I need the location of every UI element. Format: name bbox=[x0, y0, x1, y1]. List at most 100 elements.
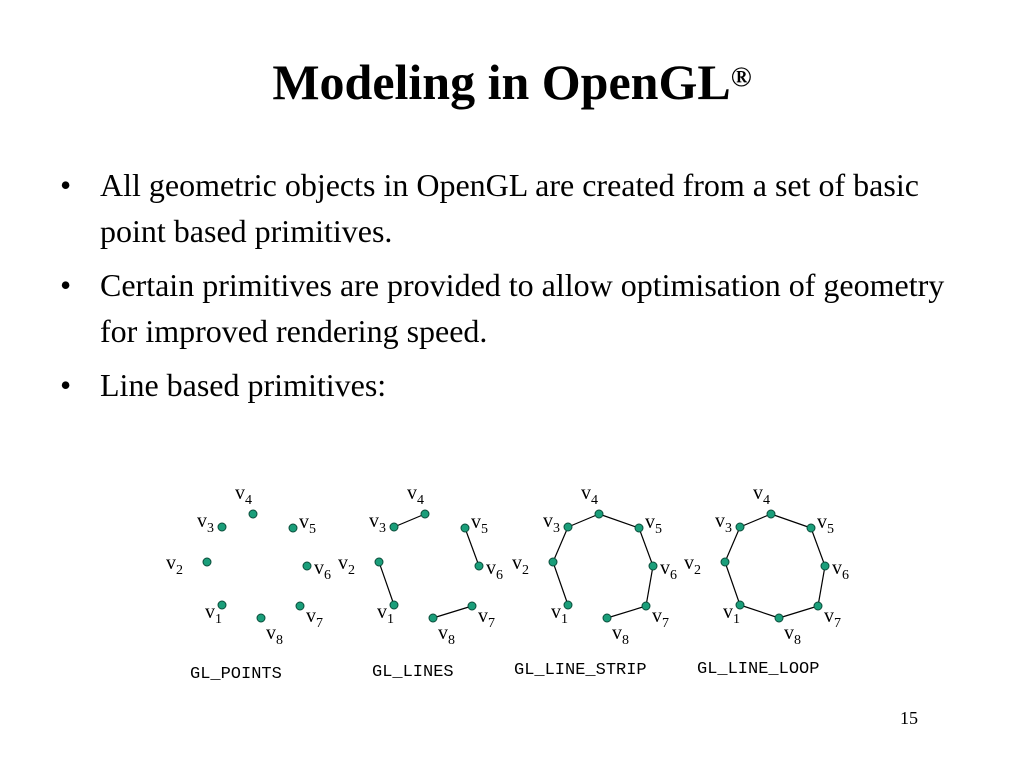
edge-line bbox=[606, 605, 647, 619]
vertex-point bbox=[217, 522, 227, 532]
primitive-caption: GL_LINES bbox=[372, 663, 454, 682]
edge-line bbox=[739, 513, 772, 528]
vertex-index: 2 bbox=[694, 563, 701, 578]
vertex-index: 1 bbox=[561, 612, 568, 627]
vertex-point bbox=[602, 613, 612, 623]
edge-line bbox=[724, 561, 741, 606]
vertex-point bbox=[302, 561, 312, 571]
vertex-index: 4 bbox=[763, 493, 770, 508]
bullet-text: All geometric objects in OpenGL are crea… bbox=[100, 167, 919, 249]
vertex-point bbox=[563, 522, 573, 532]
vertex-point bbox=[594, 509, 604, 519]
vertex-point bbox=[820, 561, 830, 571]
vertex-index: 4 bbox=[417, 493, 424, 508]
vertex-label: v6 bbox=[314, 557, 331, 583]
vertex-index: 7 bbox=[662, 616, 669, 631]
vertex-label: v7 bbox=[306, 605, 323, 631]
vertex-point bbox=[389, 522, 399, 532]
vertex-label: v6 bbox=[832, 557, 849, 583]
vertex-label: v3 bbox=[197, 510, 214, 536]
vertex-index: 1 bbox=[733, 612, 740, 627]
vertex-point bbox=[389, 600, 399, 610]
vertex-index: 2 bbox=[348, 563, 355, 578]
vertex-label: v8 bbox=[438, 622, 455, 648]
vertex-point bbox=[202, 557, 212, 567]
page-number: 15 bbox=[900, 708, 918, 728]
vertex-label: v7 bbox=[478, 605, 495, 631]
vertex-point bbox=[548, 557, 558, 567]
vertex-index: 5 bbox=[309, 522, 316, 537]
vertex-point bbox=[420, 509, 430, 519]
vertex-index: 6 bbox=[324, 568, 331, 583]
vertex-label: v2 bbox=[338, 552, 355, 578]
bullet-dot: • bbox=[60, 267, 72, 303]
vertex-index: 5 bbox=[827, 522, 834, 537]
vertex-point bbox=[217, 600, 227, 610]
vertex-point bbox=[766, 509, 776, 519]
vertex-point bbox=[248, 509, 258, 519]
title-text: Modeling in OpenGL bbox=[272, 54, 731, 110]
vertex-point bbox=[467, 601, 477, 611]
vertex-index: 4 bbox=[591, 493, 598, 508]
edge-line bbox=[393, 513, 426, 528]
vertex-index: 3 bbox=[379, 521, 386, 536]
edge-line bbox=[378, 561, 395, 606]
vertex-label: v4 bbox=[235, 482, 252, 508]
vertex-index: 8 bbox=[276, 633, 283, 648]
vertex-point bbox=[374, 557, 384, 567]
bullet-item: • Certain primitives are provided to allo… bbox=[60, 262, 980, 354]
vertex-point bbox=[256, 613, 266, 623]
edge-line bbox=[464, 527, 480, 567]
edge-line bbox=[739, 604, 780, 619]
vertex-index: 8 bbox=[794, 633, 801, 648]
edge-line bbox=[598, 513, 640, 529]
vertex-label: v3 bbox=[369, 510, 386, 536]
bullet-text: Line based primitives: bbox=[100, 367, 387, 403]
vertex-label: v8 bbox=[784, 622, 801, 648]
vertex-label: v2 bbox=[166, 552, 183, 578]
vertex-label: v7 bbox=[652, 605, 669, 631]
vertex-point bbox=[648, 561, 658, 571]
vertex-index: 3 bbox=[207, 521, 214, 536]
vertex-point bbox=[806, 523, 816, 533]
vertex-label: v5 bbox=[471, 511, 488, 537]
vertex-point bbox=[634, 523, 644, 533]
vertex-index: 6 bbox=[670, 568, 677, 583]
edge-line bbox=[645, 565, 654, 607]
vertex-index: 3 bbox=[725, 521, 732, 536]
bullet-list: • All geometric objects in OpenGL are cre… bbox=[60, 162, 980, 416]
vertex-index: 1 bbox=[215, 612, 222, 627]
vertex-point bbox=[295, 601, 305, 611]
edge-line bbox=[638, 527, 654, 567]
vertex-label: v6 bbox=[486, 557, 503, 583]
vertex-index: 8 bbox=[622, 633, 629, 648]
vertex-label: v5 bbox=[645, 511, 662, 537]
vertex-point bbox=[474, 561, 484, 571]
vertex-index: 3 bbox=[553, 521, 560, 536]
vertex-label: v4 bbox=[581, 482, 598, 508]
vertex-label: v5 bbox=[817, 511, 834, 537]
slide-title: Modeling in OpenGL® bbox=[0, 52, 1024, 112]
vertex-index: 7 bbox=[834, 616, 841, 631]
vertex-label: v6 bbox=[660, 557, 677, 583]
vertex-label: v8 bbox=[266, 622, 283, 648]
vertex-index: 4 bbox=[245, 493, 252, 508]
vertex-label: v8 bbox=[612, 622, 629, 648]
vertex-index: 7 bbox=[316, 616, 323, 631]
vertex-point bbox=[641, 601, 651, 611]
vertex-index: 6 bbox=[496, 568, 503, 583]
bullet-dot: • bbox=[60, 167, 72, 203]
bullet-text: Certain primitives are provided to allow… bbox=[100, 267, 945, 349]
vertex-point bbox=[813, 601, 823, 611]
edge-line bbox=[432, 605, 473, 619]
vertex-index: 5 bbox=[481, 522, 488, 537]
vertex-label: v7 bbox=[824, 605, 841, 631]
primitive-caption: GL_LINE_STRIP bbox=[514, 661, 647, 680]
vertex-index: 8 bbox=[448, 633, 455, 648]
bullet-dot: • bbox=[60, 367, 72, 403]
